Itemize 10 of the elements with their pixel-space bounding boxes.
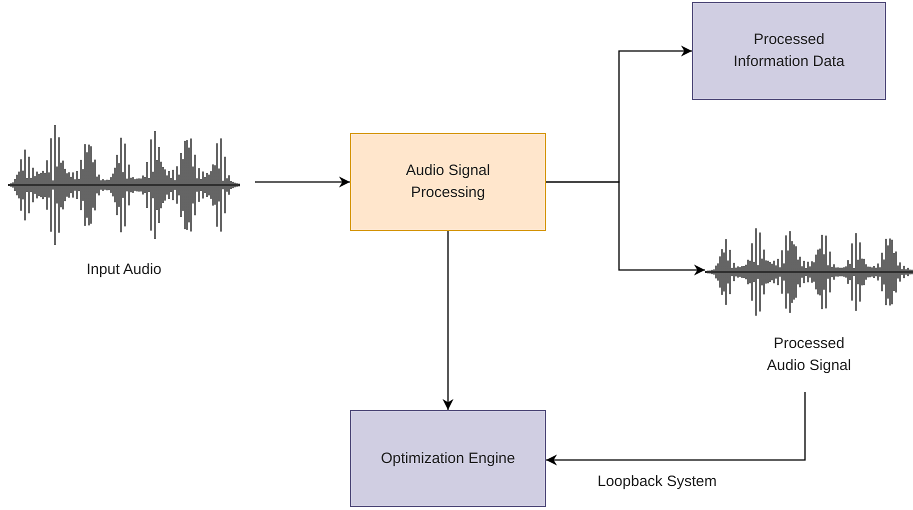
arrow: [442, 231, 454, 410]
process-box: Optimization Engine: [350, 410, 546, 507]
arrow: [255, 176, 350, 188]
process-box: Processed Information Data: [692, 2, 886, 100]
arrow: [546, 392, 806, 466]
process-box: Audio Signal Processing: [350, 133, 546, 231]
node-label: Processed Audio Signal: [766, 334, 852, 376]
arrow: [546, 181, 705, 276]
node-label: Input Audio: [86, 260, 162, 280]
edge-label: Loopback System: [596, 473, 719, 490]
